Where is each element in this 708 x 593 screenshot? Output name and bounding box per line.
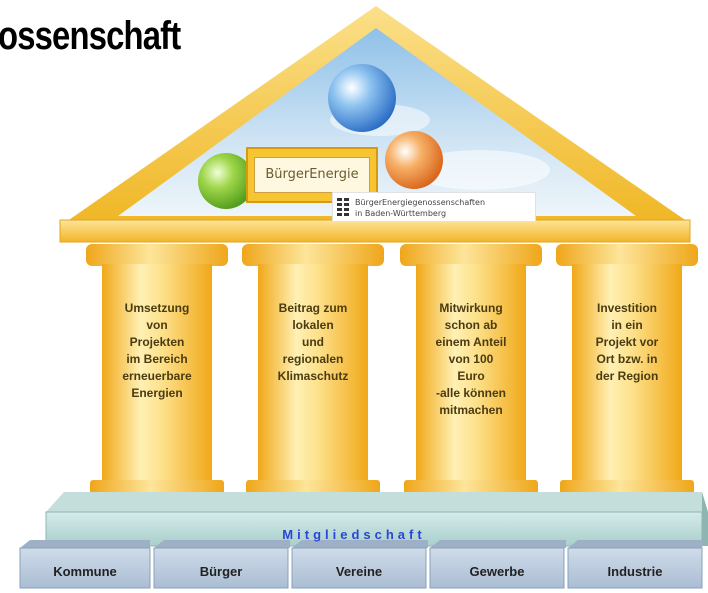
pillar-line: Investition (596, 301, 657, 315)
base-tiles (19, 540, 703, 589)
pillar-line: Energien (131, 386, 183, 400)
pillar-line: einem Anteil (435, 335, 507, 349)
pillar-line: Projekten (129, 335, 185, 349)
membership-label: Mitgliedschaft (282, 527, 426, 542)
pillar-text-1: Umsetzung von Projekten im Bereich erneu… (105, 300, 209, 402)
green-sphere-icon (198, 153, 254, 209)
base-label-gewerbe: Gewerbe (469, 564, 525, 579)
base-label-industrie: Industrie (607, 564, 663, 579)
pillar-line: Ort bzw. in (596, 352, 658, 366)
pillar-line: Umsetzung (124, 301, 190, 315)
pillar-line: schon ab (444, 318, 498, 332)
pillar-line: und (302, 335, 324, 349)
pillar-line: lokalen (292, 318, 334, 332)
pillar-line: Klimaschutz (277, 369, 349, 383)
pillar-line: erneuerbare (122, 369, 192, 383)
orange-sphere-icon (385, 131, 443, 189)
roof-beam (59, 219, 691, 243)
logo-label: BürgerEnergie (254, 157, 370, 193)
pillar-line: -alle können (435, 386, 506, 400)
pillar-text-3: Mitwirkung schon ab einem Anteil von 100… (419, 300, 523, 419)
columns (86, 244, 698, 494)
base-label-vereine: Vereine (335, 564, 383, 579)
pillar-text-2: Beitrag zum lokalen und regionalen Klima… (261, 300, 365, 385)
pillar-line: von 100 (448, 352, 494, 366)
pillar-line: Euro (457, 369, 485, 383)
pillar-line: mitmachen (439, 403, 503, 417)
pillar-line: von (146, 318, 168, 332)
association-badge: BürgerEnergiegenossenschaften in Baden-W… (332, 192, 536, 222)
pillar-line: Projekt vor (595, 335, 659, 349)
association-line-1: BürgerEnergiegenossenschaften (355, 198, 486, 207)
pillar-line: Mitwirkung (439, 301, 503, 315)
pillar-line: in ein (611, 318, 643, 332)
base-label-buerger: Bürger (199, 564, 243, 579)
pillar-line: im Bereich (126, 352, 188, 366)
foundation-top (46, 492, 708, 512)
association-line-2: in Baden-Württemberg (355, 209, 447, 218)
page-title: ossenschaft (0, 14, 181, 58)
base-label-kommune: Kommune (53, 564, 117, 579)
pillar-line: der Region (595, 369, 659, 383)
blue-sphere-icon (328, 64, 396, 132)
association-logo-icon (337, 198, 349, 216)
pillar-line: regionalen (282, 352, 344, 366)
pillar-line: Beitrag zum (278, 301, 348, 315)
buergerenergie-logo: BürgerEnergie (246, 147, 378, 203)
pillar-text-4: Investition in ein Projekt vor Ort bzw. … (575, 300, 679, 385)
